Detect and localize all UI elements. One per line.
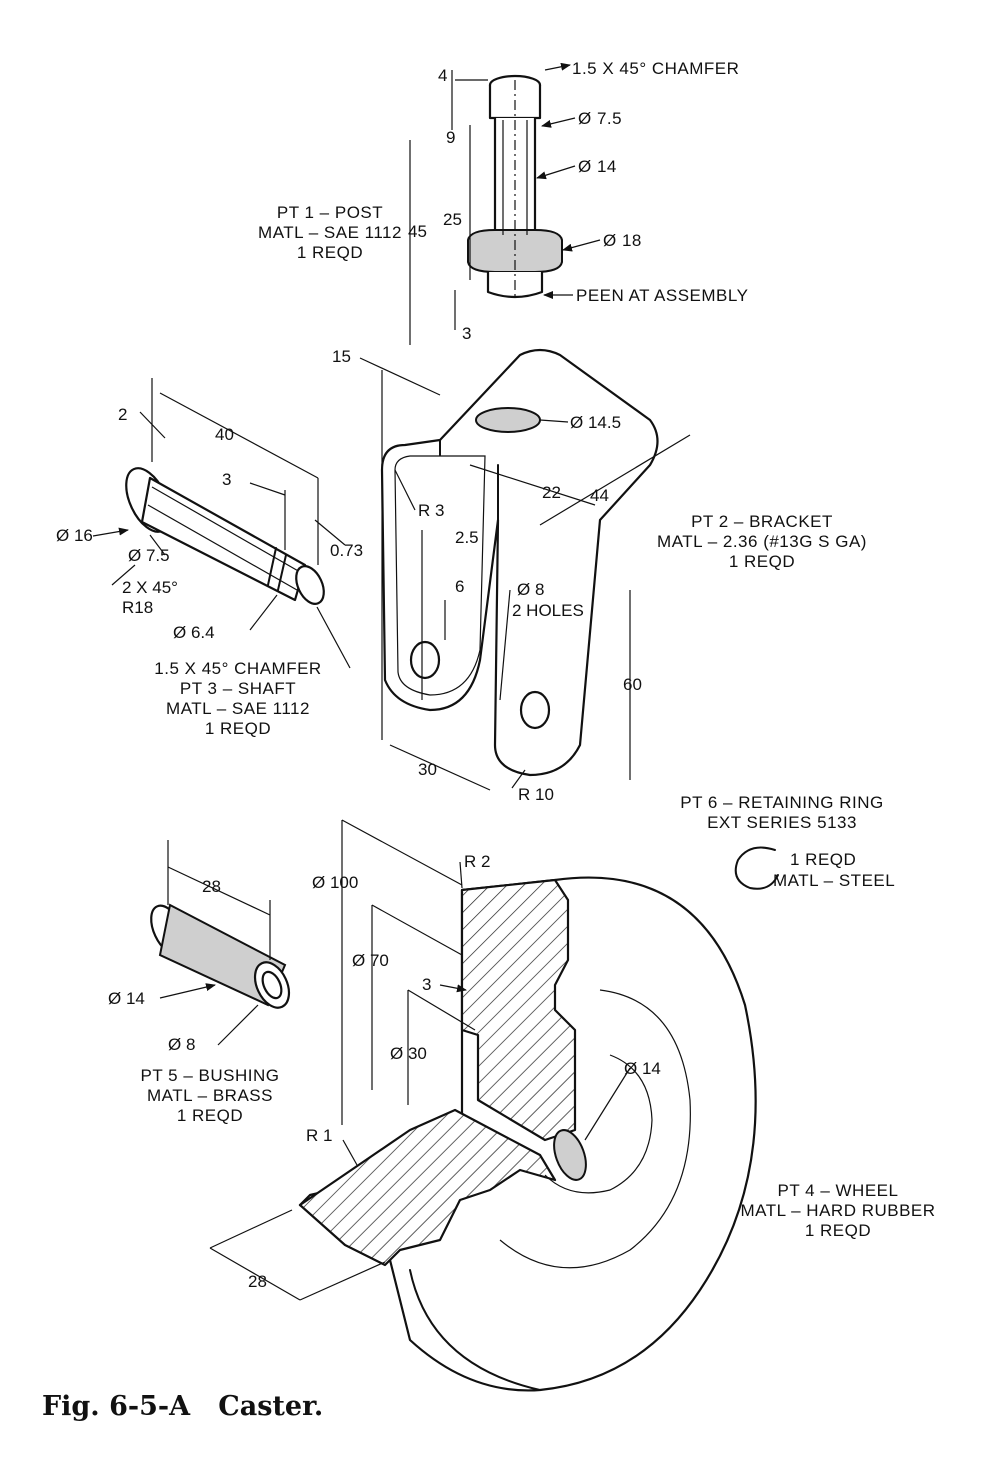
bushing-dimension-lines: [159, 840, 271, 1046]
post-dim-9: 9: [446, 128, 455, 147]
wheel-diameter-100: Ø 100: [312, 873, 358, 892]
wheel-title-line-1: PT 4 – WHEEL: [778, 1181, 899, 1200]
post-title-line-1: PT 1 – POST: [277, 203, 383, 222]
post-diameter-7-5: Ø 7.5: [578, 109, 622, 128]
post-chamfer-callout: 1.5 X 45° CHAMFER: [572, 59, 739, 78]
bushing-title-line-3: 1 REQD: [177, 1106, 243, 1125]
ring-drawing: [734, 846, 779, 890]
post-title-line-2: MATL – SAE 1112: [258, 223, 402, 242]
bracket-title-line-1: PT 2 – BRACKET: [691, 512, 833, 531]
post-dim-3: 3: [462, 324, 471, 343]
bushing-part: 28 Ø 14 Ø 8 PT 5 – BUSHING MATL – BRASS …: [108, 840, 291, 1125]
bracket-drawing: [380, 348, 659, 777]
bracket-dim-2-5: 2.5: [455, 528, 479, 547]
shaft-flange-diameter-16: Ø 16: [56, 526, 93, 545]
post-title-line-3: 1 REQD: [297, 243, 363, 262]
shaft-title-line-3: 1 REQD: [205, 719, 271, 738]
bracket-dim-15: 15: [332, 347, 351, 366]
shaft-diameter-6-4: Ø 6.4: [173, 623, 215, 642]
wheel-dimension-lines: [209, 819, 631, 1301]
bracket-dim-6: 6: [455, 577, 464, 596]
post-dimension-lines: [409, 62, 601, 345]
wheel-diameter-30: Ø 30: [390, 1044, 427, 1063]
wheel-diameter-70: Ø 70: [352, 951, 389, 970]
wheel-dim-3: 3: [422, 975, 431, 994]
post-dim-25: 25: [443, 210, 462, 229]
post-dim-45: 45: [408, 222, 427, 241]
shaft-title-line-2: MATL – SAE 1112: [166, 699, 310, 718]
bracket-radius-10: R 10: [518, 785, 554, 804]
shaft-groove-0-73: 0.73: [330, 541, 363, 560]
bushing-inner-diameter-8: Ø 8: [168, 1035, 195, 1054]
ring-qty: 1 REQD: [790, 850, 856, 869]
ring-title-line-2: EXT SERIES 5133: [707, 813, 857, 832]
shaft-title-line-1: PT 3 – SHAFT: [180, 679, 296, 698]
wheel-radius-2: R 2: [464, 852, 490, 871]
bracket-dim-22: 22: [542, 483, 561, 502]
bracket-title-line-3: 1 REQD: [729, 552, 795, 571]
wheel-drawing: [298, 876, 757, 1392]
bracket-dim-30: 30: [418, 760, 437, 779]
wheel-bore-diameter-14: Ø 14: [624, 1059, 661, 1078]
wheel-title-line-2: MATL – HARD RUBBER: [740, 1201, 935, 1220]
wheel-title-line-3: 1 REQD: [805, 1221, 871, 1240]
shaft-dim-2: 2: [118, 405, 127, 424]
bushing-drawing: [150, 903, 291, 1009]
wheel-part: R 2 Ø 100 Ø 70 3 Ø 30 Ø 14 R 1 28 PT 4 –…: [209, 819, 935, 1392]
ring-title-line-1: PT 6 – RETAINING RING: [680, 793, 884, 812]
post-peen-callout: PEEN AT ASSEMBLY: [576, 286, 748, 305]
bracket-part: Ø 14.5 R 3 2.5 6 Ø 8 2 HOLES R 10 15 22 …: [332, 347, 867, 804]
shaft-chamfer-1-5: 1.5 X 45° CHAMFER: [154, 659, 321, 678]
bracket-dim-44: 44: [590, 486, 609, 505]
bushing-dim-28: 28: [202, 877, 221, 896]
shaft-dimension-lines: [92, 378, 351, 669]
ring-part: PT 6 – RETAINING RING EXT SERIES 5133 1 …: [680, 793, 895, 890]
bracket-dimension-lines: [359, 357, 691, 791]
bracket-title-line-2: MATL – 2.36 (#13G S GA): [657, 532, 867, 551]
post-diameter-14: Ø 14: [578, 157, 617, 176]
bracket-holes-count: 2 HOLES: [512, 601, 584, 620]
post-part: 1.5 X 45° CHAMFER Ø 7.5 Ø 14 Ø 18 PEEN A…: [258, 59, 748, 345]
shaft-dim-40: 40: [215, 425, 234, 444]
shaft-radius-18: R18: [122, 598, 153, 617]
bracket-hole-diameter-8: Ø 8: [517, 580, 544, 599]
shaft-part: Ø 16 Ø 7.5 2 X 45° R18 Ø 6.4 1.5 X 45° C…: [56, 378, 363, 738]
shaft-diameter-7-5: Ø 7.5: [128, 546, 170, 565]
bushing-outer-diameter-14: Ø 14: [108, 989, 145, 1008]
figure-caption: Fig. 6-5-A Caster.: [42, 1391, 323, 1422]
bracket-radius-3: R 3: [418, 501, 444, 520]
bushing-title-line-1: PT 5 – BUSHING: [141, 1066, 280, 1085]
shaft-drawing: [125, 467, 325, 605]
wheel-radius-1: R 1: [306, 1126, 332, 1145]
shaft-dim-3: 3: [222, 470, 231, 489]
bracket-diameter-14-5: Ø 14.5: [570, 413, 621, 432]
post-diameter-18: Ø 18: [603, 231, 642, 250]
bushing-title-line-2: MATL – BRASS: [147, 1086, 273, 1105]
ring-material: MATL – STEEL: [773, 871, 895, 890]
bracket-dim-60: 60: [623, 675, 642, 694]
shaft-chamfer-2x45: 2 X 45°: [122, 578, 178, 597]
wheel-dim-28: 28: [248, 1272, 267, 1291]
post-dim-4: 4: [438, 66, 447, 85]
post-drawing: [467, 74, 563, 300]
